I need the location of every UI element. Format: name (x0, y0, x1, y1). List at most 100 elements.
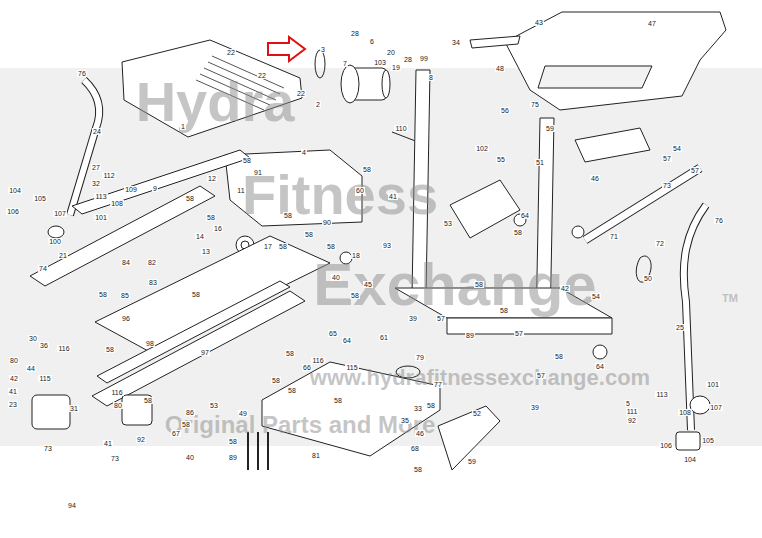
callout-number: 75 (530, 101, 540, 108)
callout-number: 57 (690, 167, 700, 174)
callout-number: 115 (345, 364, 358, 371)
callout-number: 57 (514, 330, 524, 337)
callout-number: 104 (683, 456, 697, 463)
callout-number: 82 (147, 259, 157, 266)
callout-number: 102 (475, 145, 489, 152)
callout-number: 113 (94, 193, 107, 200)
callout-number: 71 (609, 233, 619, 240)
callout-number: 96 (121, 315, 131, 322)
callout-number: 86 (185, 409, 195, 416)
callout-number: 115 (38, 375, 51, 382)
callout-number: 100 (48, 238, 62, 245)
callout-number: 108 (678, 409, 692, 416)
callout-number: 58 (326, 243, 336, 250)
callout-number: 65 (328, 330, 338, 337)
callout-number: 58 (98, 291, 108, 298)
callout-number: 58 (362, 166, 372, 173)
callout-number: 4 (301, 149, 307, 156)
callout-number: 80 (113, 402, 123, 409)
callout-number: 107 (709, 404, 723, 411)
callout-number: 39 (408, 315, 418, 322)
callout-number: 48 (495, 65, 505, 72)
callout-number: 22 (257, 72, 267, 79)
callout-number: 27 (91, 164, 101, 171)
callout-number: 2 (315, 101, 321, 108)
callout-number: 89 (465, 332, 475, 339)
callout-number: 84 (121, 259, 131, 266)
callout-number: 112 (102, 172, 115, 179)
callout-number: 52 (472, 410, 482, 417)
callout-number: 57 (436, 315, 446, 322)
callout-number: 101 (94, 214, 108, 221)
callout-number: 81 (311, 452, 321, 459)
callout-number: 92 (136, 436, 146, 443)
callout-number: 58 (554, 353, 564, 360)
callout-number: 41 (388, 193, 398, 200)
callout-number: 94 (67, 502, 77, 509)
callout-number: 58 (350, 292, 360, 299)
callout-number: 53 (209, 402, 219, 409)
callout-number: 28 (350, 30, 360, 37)
callout-number: 91 (253, 169, 263, 176)
callout-number: 18 (351, 252, 361, 259)
callout-number: 72 (655, 240, 665, 247)
callout-number: 39 (530, 404, 540, 411)
watermark-text: Hydra (136, 74, 295, 130)
callout-number: 64 (342, 337, 352, 344)
callout-number: 58 (287, 387, 297, 394)
callout-number: 61 (379, 334, 389, 341)
callout-number: 40 (185, 454, 195, 461)
callout-number: 34 (451, 39, 461, 46)
callout-number: 109 (124, 186, 138, 193)
callout-number: 90 (322, 219, 332, 226)
callout-number: 14 (195, 233, 205, 240)
callout-number: 47 (647, 20, 657, 27)
callout-number: 58 (271, 377, 281, 384)
watermark-text: TM (722, 293, 738, 304)
callout-number: 58 (285, 350, 295, 357)
callout-number: 105 (701, 437, 715, 444)
callout-number: 103 (373, 59, 387, 66)
callout-number: 46 (590, 175, 600, 182)
callout-number: 58 (513, 229, 523, 236)
callout-number: 41 (103, 440, 113, 447)
callout-number: 22 (296, 90, 306, 97)
callout-number: 80 (9, 357, 19, 364)
callout-number: 58 (185, 195, 195, 202)
callout-number: 58 (105, 346, 115, 353)
callout-number: 58 (426, 402, 436, 409)
watermark-text: Original Parts and More (165, 413, 436, 437)
callout-number: 54 (591, 293, 601, 300)
callout-number: 92 (627, 417, 637, 424)
callout-number: 58 (228, 438, 238, 445)
callout-number: 89 (228, 454, 238, 461)
callout-number: 76 (77, 70, 87, 77)
callout-number: 77 (433, 381, 443, 388)
callout-number: 116 (57, 345, 70, 352)
callout-number: 58 (413, 466, 423, 473)
callout-number: 51 (535, 159, 545, 166)
callout-number: 49 (238, 410, 248, 417)
callout-number: 73 (110, 455, 120, 462)
callout-number: 28 (403, 56, 413, 63)
callout-number: 113 (655, 391, 668, 398)
callout-number: 76 (714, 217, 724, 224)
callout-number: 40 (331, 274, 341, 281)
callout-number: 12 (207, 175, 217, 182)
callout-number: 73 (43, 445, 53, 452)
callout-number: 8 (428, 74, 434, 81)
callout-number: 9 (152, 185, 158, 192)
callout-number: 97 (200, 349, 210, 356)
callout-number: 99 (419, 55, 429, 62)
callout-number: 58 (333, 397, 343, 404)
callout-number: 31 (69, 405, 79, 412)
callout-number: 44 (26, 365, 36, 372)
callout-number: 85 (120, 292, 130, 299)
callout-number: 59 (467, 458, 477, 465)
callout-number: 22 (226, 49, 236, 56)
callout-number: 41 (8, 388, 18, 395)
callout-number: 111 (626, 408, 639, 415)
callout-number: 30 (28, 335, 38, 342)
callout-number: 42 (9, 375, 19, 382)
